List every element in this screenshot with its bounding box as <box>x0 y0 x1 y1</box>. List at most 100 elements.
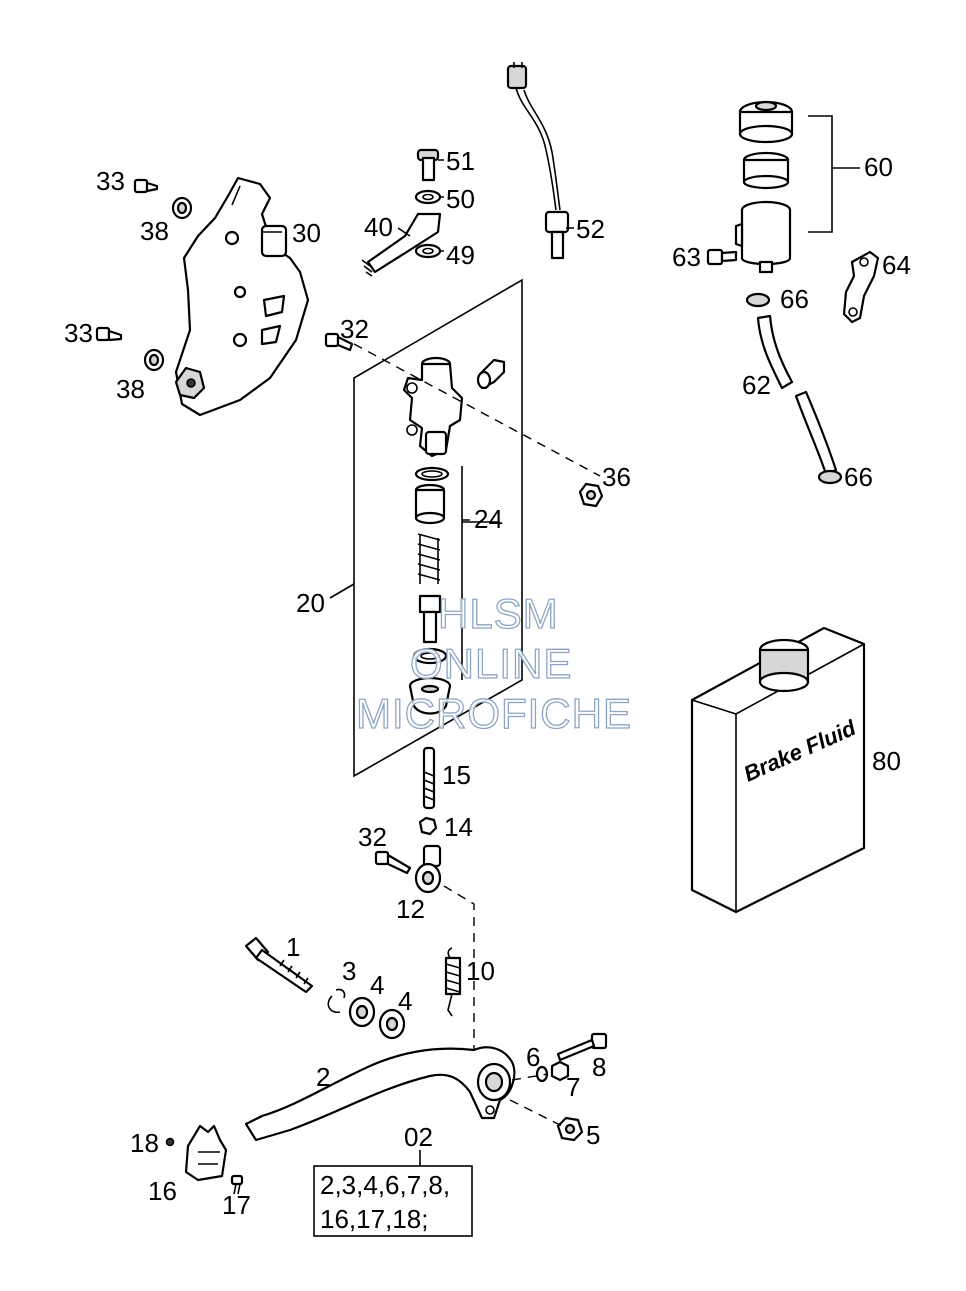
callout-40: 40 <box>364 212 393 242</box>
step-plate-part-16[interactable] <box>184 1124 228 1182</box>
nut-part-5[interactable] <box>556 1116 584 1142</box>
assembly-line-lever <box>509 1073 567 1129</box>
callout-17: 17 <box>222 1190 251 1220</box>
callout-38-lower: 38 <box>116 374 145 404</box>
callout-50: 50 <box>446 184 475 214</box>
brake-hose-part-40[interactable] <box>361 212 442 277</box>
callout-20: 20 <box>296 588 325 618</box>
callout-02: 02 <box>404 1122 433 1152</box>
bolt-part-1[interactable] <box>244 936 314 994</box>
nut-part-14[interactable] <box>418 816 438 836</box>
sleeve-part-24[interactable] <box>414 483 446 525</box>
boot-part-24[interactable] <box>408 676 452 715</box>
bolt-part-32-upper[interactable] <box>324 332 354 352</box>
callout-7: 7 <box>566 1072 580 1102</box>
brake-light-switch-part-52[interactable] <box>506 62 570 260</box>
hose-clamp-part-66-upper[interactable] <box>745 292 771 308</box>
callout-4-second: 4 <box>398 986 412 1016</box>
callout-33-upper: 33 <box>96 166 125 196</box>
callout-62: 62 <box>742 370 771 400</box>
callout-33-lower: 33 <box>64 318 93 348</box>
heel-guard-part-30[interactable] <box>174 176 310 417</box>
bracket-part-64[interactable] <box>842 250 880 324</box>
screw-part-33-lower[interactable] <box>95 326 123 342</box>
callout-18: 18 <box>130 1128 159 1158</box>
callout-64: 64 <box>882 250 911 280</box>
callout-12: 12 <box>396 894 425 924</box>
bushing-part-38-lower[interactable] <box>143 348 165 372</box>
bearing-part-4-second[interactable] <box>378 1008 406 1040</box>
callout-3: 3 <box>342 956 356 986</box>
callout-14: 14 <box>444 812 473 842</box>
watermark: HLSM ONLINE MICROFICHE <box>355 589 632 737</box>
callout-38-upper: 38 <box>140 216 169 246</box>
screw-part-33-upper[interactable] <box>133 178 159 194</box>
callout-32-upper: 32 <box>340 314 369 344</box>
callout-30: 30 <box>292 218 321 248</box>
banjo-bolt-part-51[interactable] <box>416 148 440 182</box>
nut-part-36[interactable] <box>578 482 604 508</box>
sealing-ring-part-50[interactable] <box>414 189 442 205</box>
hose-clamp-part-66-lower[interactable] <box>817 469 843 485</box>
leader-lines <box>262 159 574 523</box>
reservoir-body-part-60[interactable] <box>734 200 792 274</box>
sealing-ring-part-49[interactable] <box>414 243 442 259</box>
spring-part-10[interactable] <box>444 947 462 1017</box>
circlip-part-3[interactable] <box>327 988 346 1014</box>
seal-ring-part-24[interactable] <box>412 647 448 665</box>
group-bracket-60 <box>808 115 860 233</box>
callout-15: 15 <box>442 760 471 790</box>
brake-fluid-can-part-80[interactable]: Brake Fluid <box>690 626 866 914</box>
spring-part-24[interactable] <box>417 533 441 584</box>
assembly-line-top <box>353 343 601 477</box>
assembly-line-vertical <box>443 885 475 1064</box>
callout-52: 52 <box>576 214 605 244</box>
callout-51: 51 <box>446 146 475 176</box>
callout-5: 5 <box>586 1120 600 1150</box>
callout-66-upper: 66 <box>780 284 809 314</box>
repair-kit-line-1: 2,3,4,6,7,8, <box>320 1170 450 1200</box>
callout-16: 16 <box>148 1176 177 1206</box>
callout-32-lower: 32 <box>358 822 387 852</box>
watermark-line-1: HLSM <box>438 590 559 637</box>
leader-20 <box>329 583 355 599</box>
brake-lever-part-2[interactable] <box>244 1046 516 1142</box>
repair-kit-line-2: 16,17,18; <box>320 1204 428 1234</box>
reservoir-hose-part-62[interactable] <box>756 314 838 476</box>
bolt-part-32-lower[interactable] <box>374 850 412 875</box>
callout-10: 10 <box>466 956 495 986</box>
nut-part-7[interactable] <box>550 1060 570 1082</box>
reservoir-diaphragm-part-60[interactable] <box>742 151 790 190</box>
watermark-line-3: MICROFICHE <box>356 690 632 737</box>
callout-36: 36 <box>602 462 631 492</box>
bearing-part-4-first[interactable] <box>348 996 376 1028</box>
piston-part-24[interactable] <box>418 594 442 644</box>
callout-63: 63 <box>672 242 701 272</box>
callout-66-lower: 66 <box>844 462 873 492</box>
screw-part-63[interactable] <box>706 248 738 266</box>
oring-part-20[interactable] <box>414 466 450 482</box>
callout-80: 80 <box>872 746 901 776</box>
callout-49: 49 <box>446 240 475 270</box>
repair-kit-box <box>313 1165 473 1237</box>
bushing-part-38-upper[interactable] <box>171 196 193 220</box>
master-cylinder-frame-20 <box>353 278 523 778</box>
pin-part-18[interactable] <box>165 1137 175 1147</box>
callout-24: 24 <box>474 504 503 534</box>
connector-part-20[interactable] <box>476 358 506 390</box>
reservoir-cap-part-60[interactable] <box>738 100 794 144</box>
callout-60: 60 <box>864 152 893 182</box>
callout-6: 6 <box>526 1042 540 1072</box>
callout-8: 8 <box>592 1052 606 1082</box>
callouts: 33 38 30 33 38 51 50 40 49 52 60 63 64 6… <box>64 146 911 1220</box>
bolt-part-8[interactable] <box>556 1032 608 1062</box>
callout-1: 1 <box>286 932 300 962</box>
clevis-part-12[interactable] <box>414 844 442 894</box>
group-bracket-24 <box>461 466 470 680</box>
screw-part-17[interactable] <box>230 1174 244 1195</box>
master-cylinder-body-part-20[interactable] <box>402 356 464 458</box>
push-rod-part-15[interactable] <box>422 746 436 810</box>
watermark-line-2: ONLINE <box>410 640 572 687</box>
callout-2: 2 <box>316 1062 330 1092</box>
